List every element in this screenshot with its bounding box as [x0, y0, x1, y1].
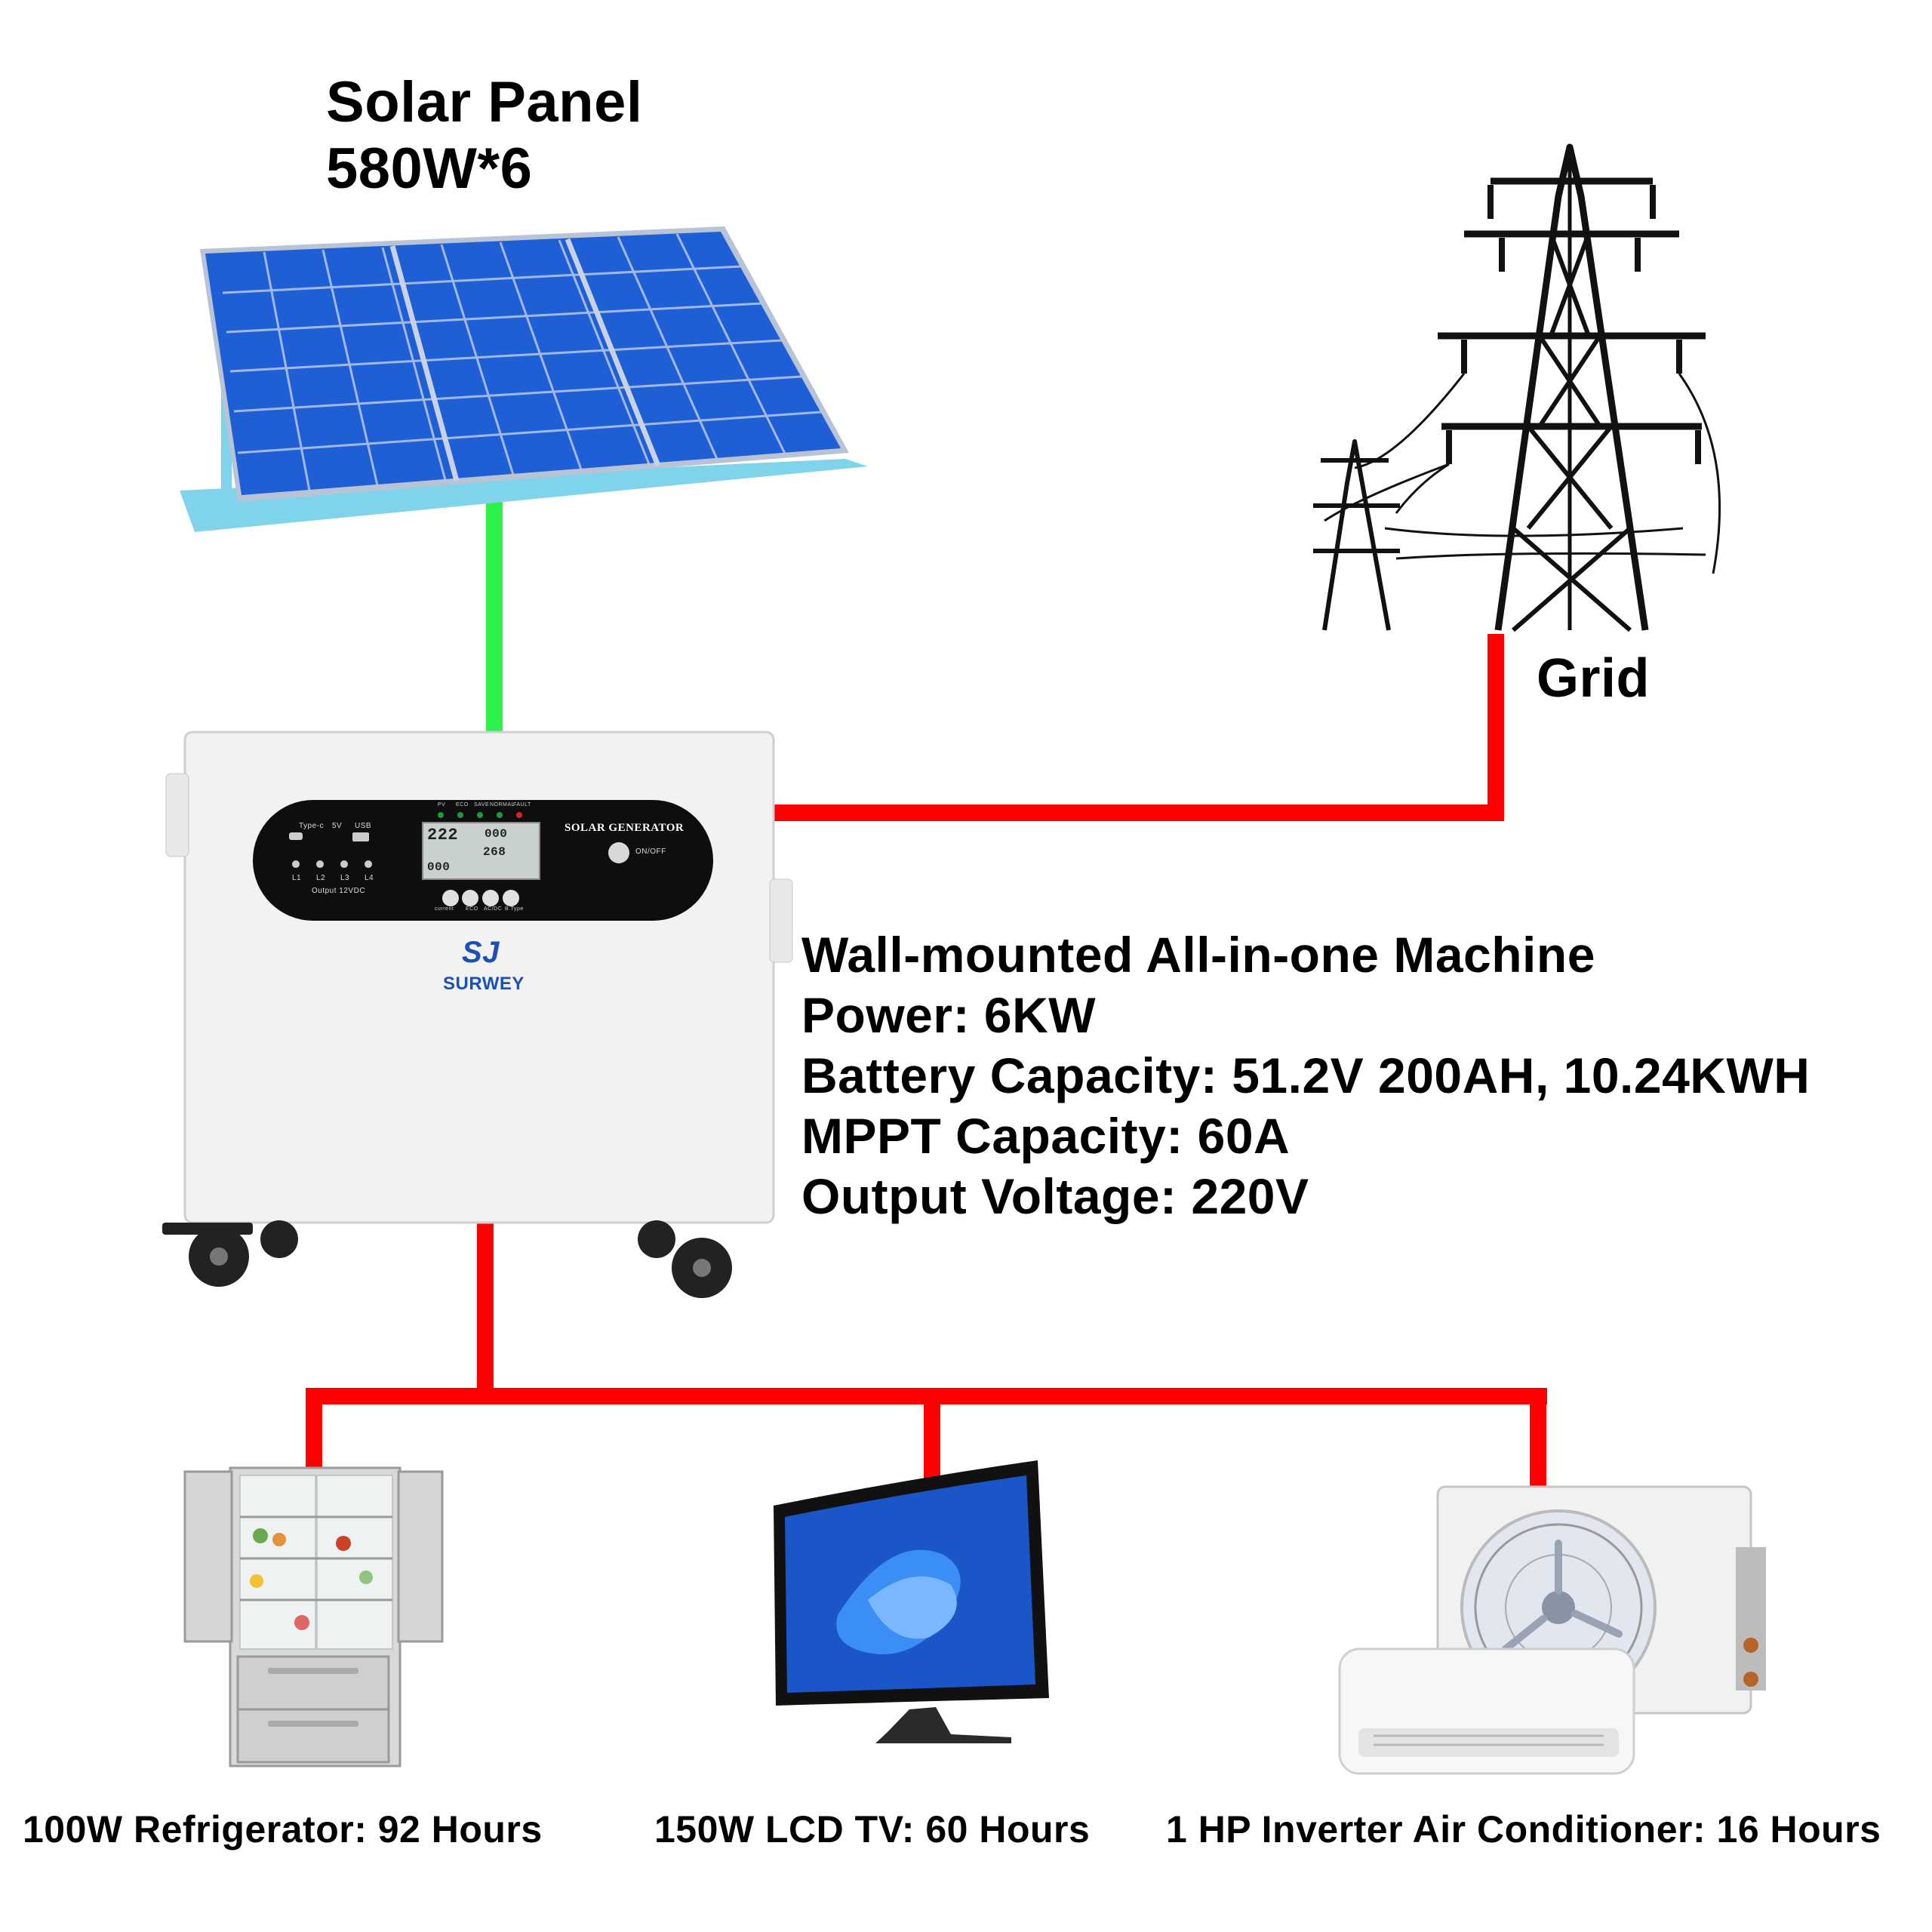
brand-name: SURWEY — [443, 974, 525, 994]
solar-panel-spec: 580W*6 — [326, 137, 533, 201]
lcd-bottom-value: 000 — [427, 860, 451, 874]
spec-line-output-voltage: Output Voltage: 220V — [801, 1168, 1309, 1224]
indicator-save: SAVE — [474, 802, 490, 808]
spec-line-title: Wall-mounted All-in-one Machine — [801, 927, 1595, 983]
output-12vdc-label: Output 12VDC — [312, 887, 366, 895]
solar-panel-illustration — [180, 226, 868, 532]
tv-caption: 150W LCD TV: 60 Hours — [654, 1808, 1091, 1850]
indicator-normal: NORMAL — [490, 802, 515, 808]
grid-tower-illustration — [1313, 143, 1721, 632]
output-l3-label: L3 — [340, 874, 350, 882]
output-l4-label: L4 — [365, 874, 374, 882]
button-current-label: current — [435, 906, 454, 912]
solar-panel-title: Solar Panel — [326, 70, 643, 134]
lcd-out-value: 000 — [485, 827, 508, 841]
refrigerator-illustration — [183, 1466, 444, 1767]
air-conditioner-caption: 1 HP Inverter Air Conditioner: 16 Hours — [1166, 1808, 1881, 1850]
indicator-fault: FAULT — [513, 802, 531, 808]
tv-illustration — [774, 1460, 1049, 1743]
solar-panel-label: Solar Panel 580W*6 — [326, 69, 642, 202]
spec-line-battery: Battery Capacity: 51.2V 200AH, 10.24KWH — [801, 1048, 1810, 1103]
port-usb-label: USB — [355, 822, 372, 830]
port-5v-label: 5V — [332, 822, 343, 830]
button-btype-label: B.Type — [505, 906, 524, 912]
output-l1-label: L1 — [292, 874, 302, 882]
button-acdc-label: AC/DC — [484, 906, 503, 912]
lcd-in-value: 222 — [427, 826, 459, 844]
refrigerator-caption: 100W Refrigerator: 92 Hours — [23, 1808, 543, 1850]
connection-lines — [306, 494, 1547, 1491]
power-button-label: ON/OFF — [635, 848, 666, 856]
indicator-eco: ECO — [456, 802, 469, 808]
grid-to-machine-line — [774, 634, 1504, 821]
all-in-one-machine-illustration — [162, 731, 793, 1298]
output-l2-label: L2 — [316, 874, 326, 882]
spec-line-power: Power: 6KW — [801, 987, 1097, 1043]
brand-logo-mark: SJ — [462, 936, 500, 969]
grid-label: Grid — [1537, 648, 1651, 709]
indicator-pv: PV — [438, 802, 446, 808]
port-type-c-label: Type-c — [299, 822, 325, 830]
spec-line-mppt: MPPT Capacity: 60A — [801, 1108, 1291, 1164]
lcd-right-value: 268 — [483, 845, 506, 859]
button-eco-label: ECO — [466, 906, 478, 912]
air-conditioner-illustration — [1338, 1485, 1766, 1775]
machine-panel-title: SOLAR GENERATOR — [565, 822, 685, 834]
machine-specs: Wall-mounted All-in-one Machine Power: 6… — [801, 924, 1810, 1226]
